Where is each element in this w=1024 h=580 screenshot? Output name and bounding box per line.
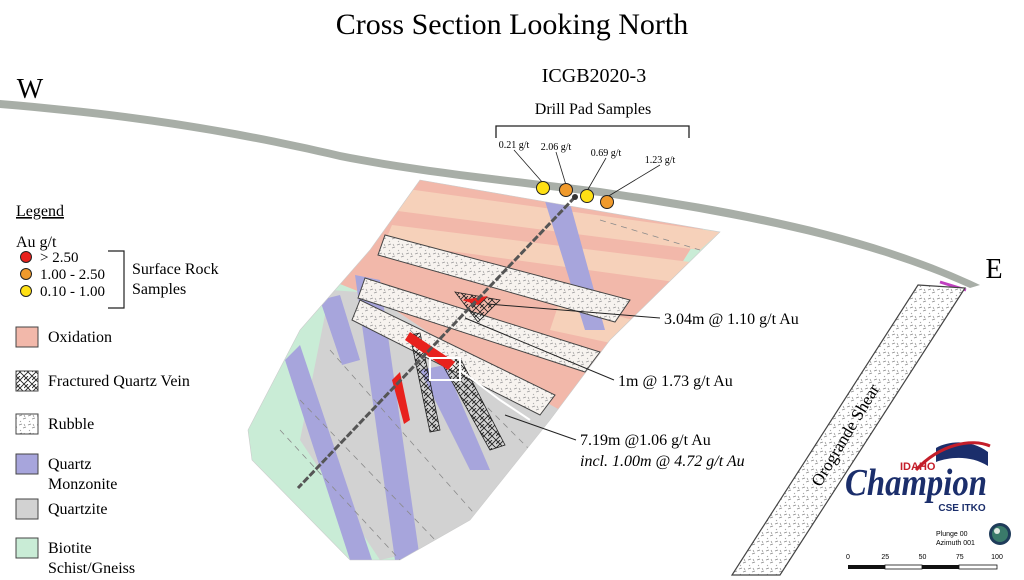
quartz-monzonite-dyke-2: [355, 275, 420, 560]
drill-pad-sample-value: 0.69 g/t: [591, 148, 622, 159]
drill-pad-bracket: [495, 125, 690, 138]
intercept-3-label: 7.19m @1.06 g/t Au: [580, 432, 711, 449]
drill-pad-sample-marker: [536, 181, 550, 195]
intercept-2-label: 1m @ 1.73 g/t Au: [618, 373, 733, 390]
orogrande-shear: Orogrande Shear: [730, 284, 967, 576]
mineralization-zone-3: [392, 372, 410, 424]
legend: Legend Au g/t > 2.501.00 - 2.500.10 - 1.…: [15, 203, 219, 577]
scale-bar: 0 25 50 75 100: [846, 554, 1003, 570]
au-class-label: > 2.50: [40, 250, 78, 266]
oxidation-light-band-2: [385, 225, 690, 282]
quartz-monzonite-dyke-5: [420, 365, 490, 470]
drill-hole-trace: [296, 195, 577, 490]
drill-pad-sample-value: 0.21 g/t: [499, 140, 530, 151]
surface-samples-label-2: Samples: [132, 281, 186, 298]
intercept-1-label: 3.04m @ 1.10 g/t Au: [664, 311, 799, 328]
intercept-annotations: 3.04m @ 1.10 g/t Au 1m @ 1.73 g/t Au 7.1…: [464, 303, 799, 470]
west-label: W: [17, 74, 44, 105]
scale-bar-tick-label: 75: [956, 554, 964, 561]
drill-pad-label: Drill Pad Samples: [535, 101, 651, 118]
scale-bar-tick-label: 25: [881, 554, 889, 561]
drill-pad-sample-marker: [580, 189, 594, 203]
legend-label-fractured-quartz-vein: Fractured Quartz Vein: [48, 373, 190, 390]
scale-bar-tick-label: 50: [919, 554, 927, 561]
logo-swoosh-icon: [914, 441, 991, 472]
hole-id-label: ICGB2020-3: [542, 65, 646, 87]
intercept-leader-3: [504, 414, 577, 441]
au-class-label: 1.00 - 2.50: [40, 267, 105, 283]
scale-bar-segment-2: [884, 564, 923, 570]
logo-sub-text: CSE ITKO: [938, 503, 985, 514]
legend-swatch-biotite-schist: [15, 537, 39, 559]
intercept-leader-2: [464, 317, 615, 381]
geologic-section: [247, 179, 721, 561]
scale-bar-segment-4: [958, 564, 998, 570]
legend-label-biotite-schist: Biotite: [48, 540, 92, 557]
quartz-vein-3: [409, 332, 441, 433]
azimuth-label: Azimuth 001: [936, 540, 975, 547]
drill-pad-sample-leader: [555, 151, 567, 186]
intercept-leader-white: [459, 369, 531, 421]
legend-swatch-rubble: [15, 413, 39, 435]
au-class-swatch: [20, 268, 32, 280]
drill-pad-sample-leader: [586, 157, 607, 192]
legend-swatch-quartzite: [15, 498, 39, 520]
drill-pad-sample-value: 1.23 g/t: [645, 155, 676, 166]
section-outline: [247, 179, 721, 561]
legend-swatch-fractured-quartz-vein: [15, 370, 39, 392]
drill-pad-sample-value: 2.06 g/t: [541, 142, 572, 153]
au-class-swatch: [20, 251, 32, 263]
logo-top-text: IDAHO: [900, 461, 936, 473]
quartz-monzonite-dyke-4: [320, 295, 360, 365]
drill-pad-sample-leader: [513, 149, 544, 184]
diagram-title: Cross Section Looking North: [336, 8, 689, 41]
legend-label-oxidation: Oxidation: [48, 329, 112, 346]
legend-label-quartzite: Quartzite: [48, 501, 108, 518]
au-class-label: 0.10 - 1.00: [40, 284, 105, 300]
au-heading: Au g/t: [16, 234, 57, 251]
legend-label-quartz-monzonite-line2: Monzonite: [48, 476, 117, 493]
idaho-champion-logo: IDAHO Champion CSE ITKO: [845, 441, 991, 514]
surface-samples-label-1: Surface Rock: [132, 261, 219, 278]
drill-pad-sample-marker: [559, 183, 573, 197]
east-label: E: [985, 254, 1002, 285]
rubble-band-upper: [377, 234, 631, 323]
scale-bar-tick-label: 100: [991, 554, 1003, 561]
plunge-label: Plunge 00: [936, 531, 968, 538]
mineralization-zone-1: [462, 296, 488, 305]
globe-icon: [989, 523, 1011, 545]
drill-pad-group: Drill Pad Samples 0.21 g/t 2.06 g/t 0.69 g…: [495, 101, 690, 209]
legend-label-quartz-monzonite: Quartz: [48, 456, 92, 473]
drill-pad-sample-marker: [600, 195, 614, 209]
au-class-swatch: [20, 285, 32, 297]
legend-label-biotite-schist-line2: Schist/Gneiss: [48, 560, 135, 577]
legend-swatch-quartz-monzonite: [15, 453, 39, 475]
surface-samples-bracket: [108, 250, 125, 309]
scale-bar-tick-label: 0: [846, 554, 850, 561]
bedding-lines: [279, 219, 701, 560]
logo-main-text: Champion: [845, 462, 987, 504]
legend-label-rubble: Rubble: [48, 416, 94, 433]
intercept-leader-1: [487, 303, 661, 319]
legend-heading: Legend: [16, 203, 64, 220]
intercept-3-sublabel: incl. 1.00m @ 4.72 g/t Au: [580, 453, 745, 470]
intercept-box: [429, 357, 461, 381]
drill-collar: [572, 194, 578, 200]
drill-pad-sample-leader: [606, 164, 661, 198]
legend-swatch-oxidation: [15, 326, 39, 348]
scale-bar-segment-1: [848, 565, 885, 569]
scale-bar-segment-3: [922, 565, 959, 569]
